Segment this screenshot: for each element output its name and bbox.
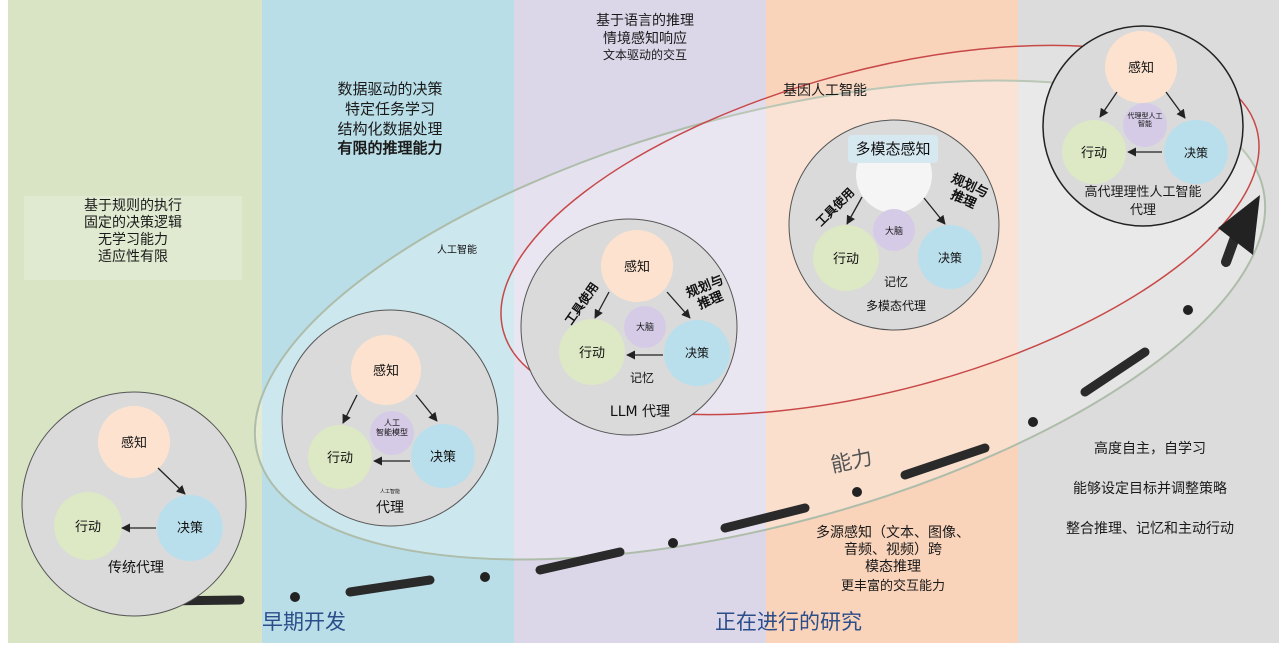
agentic-decision-label: 决策 [1184, 146, 1208, 160]
traditional-agent-description: 基于规则的执行 固定的决策逻辑 无学习能力 适应性有限 [24, 198, 242, 266]
description-line: 适应性有限 [98, 249, 168, 266]
multimodal-decision-label: 决策 [938, 251, 962, 265]
brain-node [873, 209, 915, 251]
ai-agent-title: 代理 [376, 500, 404, 516]
brain-node [624, 306, 666, 348]
llm-memory-label: 记忆 [630, 371, 654, 385]
decision-node [1164, 120, 1228, 184]
decision-node [918, 225, 982, 289]
traditional-perception-label: 感知 [121, 435, 147, 451]
ongoing-research-label: 正在进行的研究 [715, 610, 862, 634]
perception-node [351, 335, 421, 405]
description-line: 无学习能力 [98, 232, 168, 249]
capability-trend-line [155, 213, 1247, 606]
agentic-perception-label: 感知 [1128, 60, 1154, 76]
agentic-center-label: 代理型人工智能 [1128, 111, 1163, 128]
ai-agent-action-label: 行动 [327, 451, 353, 466]
action-node [559, 319, 625, 385]
description-line: 整合推理、记忆和主动行动 [1066, 520, 1234, 537]
description-line: 数据驱动的决策 [337, 80, 443, 98]
ai-ellipse-label: 人工智能 [437, 243, 477, 256]
perception-node [1105, 31, 1177, 103]
multimodal-perception-label: 多模态感知 [855, 140, 930, 158]
description-line: 基于语言的推理 [596, 13, 694, 29]
traditional-decision-label: 决策 [177, 520, 203, 536]
multimodal-brain-label: 大脑 [885, 225, 903, 237]
foundation-ai-label: 基因人工智能 [783, 83, 867, 99]
agentic-ai-title: 高代理理性人工智能 代理 [1084, 185, 1202, 219]
decision-node [664, 320, 730, 386]
description-line: 能够设定目标并调整策略 [1073, 480, 1227, 497]
traditional-agent-diagram [21, 196, 247, 617]
multimodal-planning-label: 规划与推理 [942, 170, 990, 215]
description-line: 基于规则的执行 [84, 198, 182, 214]
llm-perception-label: 感知 [624, 259, 650, 275]
action-node [813, 225, 879, 291]
ai-model-label: 人工智能模型 [376, 419, 408, 437]
ai-agent-decision-label: 决策 [430, 449, 456, 465]
agentic-ai-diagram [1042, 25, 1244, 227]
description-line-small: 更丰富的交互能力 [840, 579, 945, 595]
action-node [54, 492, 122, 560]
decision-node [411, 424, 475, 488]
ai-agent-perception-label: 感知 [373, 363, 399, 379]
description-line: 高度自主，自学习 [1094, 441, 1206, 457]
multimodal-agent-diagram [788, 119, 1000, 331]
agentic-ai-center-node [1123, 103, 1167, 147]
multimodal-agent-title: 多模态代理 [866, 299, 926, 313]
description-line: 模态推理 [865, 559, 921, 576]
llm-agent-title: LLM 代理 [610, 404, 670, 420]
ai-agent-description: 数据驱动的决策 特定任务学习 结构化数据处理 有限的推理能力 [300, 80, 480, 159]
capability-trend-dots [290, 305, 1193, 602]
ai-model-node [370, 411, 414, 455]
description-line: 音频、视频）跨 [844, 542, 942, 559]
ai-agent-small-caption: 人工智能 [380, 488, 400, 495]
action-node [308, 425, 372, 489]
description-line: 文本驱动的交互 [602, 48, 687, 63]
multimodal-memory-label: 记忆 [884, 275, 908, 289]
action-node [1062, 120, 1126, 184]
llm-decision-label: 决策 [685, 346, 709, 360]
llm-brain-label: 大脑 [636, 321, 654, 333]
description-line: 特定任务学习 [344, 99, 435, 118]
ai-agent-diagram [281, 309, 499, 527]
traditional-agent-title: 传统代理 [108, 560, 164, 576]
llm-agent-diagram [520, 218, 738, 436]
traditional-action-label: 行动 [75, 520, 101, 535]
description-line: 固定的决策逻辑 [84, 215, 182, 232]
llm-action-label: 行动 [579, 346, 605, 361]
agentic-action-label: 行动 [1081, 146, 1107, 161]
early-development-label: 早期开发 [262, 610, 346, 634]
llm-agent-description: 基于语言的推理 情境感知响应 文本驱动的交互 [560, 12, 730, 64]
capability-arrow-head-icon [1218, 195, 1260, 255]
description-line: 多源感知（文本、图像、 [816, 525, 970, 541]
multimodal-agent-description: 多源感知（文本、图像、 音频、视频）跨 模态推理 更丰富的交互能力 [788, 525, 998, 595]
description-line: 情境感知响应 [603, 31, 687, 48]
perception-node [98, 406, 170, 478]
description-line: 结构化数据处理 [337, 119, 443, 138]
agentic-ai-description: 高度自主，自学习 能够设定目标并调整策略 整合推理、记忆和主动行动 [1030, 430, 1270, 550]
description-line-bold: 有限的推理能力 [337, 139, 443, 158]
multimodal-action-label: 行动 [833, 252, 859, 267]
decision-node [157, 495, 223, 561]
perception-node [601, 230, 673, 302]
